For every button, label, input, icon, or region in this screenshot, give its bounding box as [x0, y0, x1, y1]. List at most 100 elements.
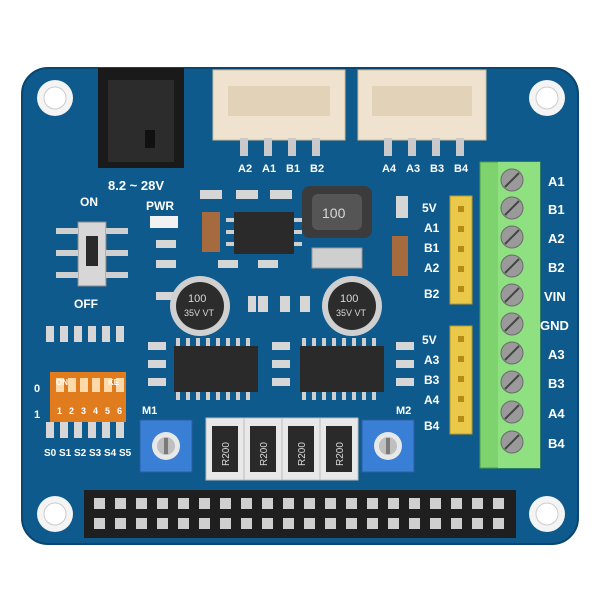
gpio-pin: [493, 518, 504, 529]
input-voltage-label: 8.2 ~ 28V: [108, 178, 164, 193]
dip-switch-pins-bottom: [46, 422, 124, 438]
diode: [311, 247, 363, 269]
dip-switch-label: S0: [44, 448, 57, 459]
gpio-pin: [472, 518, 483, 529]
gpio-header[interactable]: [84, 490, 516, 538]
dip-ke-label: KE: [108, 378, 120, 387]
header-label: B4: [424, 419, 440, 433]
dip-number: 4: [93, 406, 98, 416]
gpio-pin: [388, 498, 399, 509]
header-label: A4: [424, 393, 440, 407]
header-label: A3: [424, 353, 440, 367]
screw-terminal-block[interactable]: [479, 161, 541, 469]
jst-right-label: A3: [406, 163, 420, 175]
jst-right-label: A4: [382, 163, 397, 175]
gpio-pin: [241, 518, 252, 529]
dip-switch-label: S4: [104, 448, 117, 459]
smd-components: [148, 190, 414, 386]
pin-header-labels: 5V A1 B1 A2 B2 5V A3 B3 A4 B4: [422, 201, 440, 433]
resistor-2: R200: [243, 417, 283, 481]
trimpot-m2[interactable]: [361, 419, 415, 473]
dip-switch[interactable]: [50, 372, 126, 422]
terminal-label: A2: [548, 231, 565, 246]
terminal-label: B4: [548, 436, 565, 451]
terminal-label: A4: [548, 406, 565, 421]
jst-left-label: B1: [286, 163, 300, 175]
gpio-pin: [346, 498, 357, 509]
gpio-pin: [115, 518, 126, 529]
jst-left-label: B2: [310, 163, 324, 175]
header-label: 5V: [422, 201, 437, 215]
mounting-hole-bottom-right: [529, 496, 565, 532]
jst-left-label: A2: [238, 163, 252, 175]
pin-header-upper[interactable]: [449, 195, 473, 305]
mounting-hole-top-right: [529, 80, 565, 116]
motor2-label: M2: [396, 405, 411, 417]
inductor: 100: [302, 186, 372, 238]
resistor-label: R200: [335, 442, 346, 466]
mounting-hole-bottom-left: [37, 496, 73, 532]
electrolytic-capacitor-right: 100 35V VT: [322, 276, 382, 336]
gpio-pin: [409, 518, 420, 529]
jst-connector-left: [212, 69, 346, 156]
dip-switch-pins-top: [46, 326, 124, 342]
inductor-label: 100: [322, 205, 346, 221]
trimpot-m1[interactable]: [139, 419, 193, 473]
capacitor-value: 100: [340, 293, 358, 305]
gpio-pin: [220, 498, 231, 509]
switch-on-label: ON: [80, 195, 98, 209]
terminal-label: B1: [548, 202, 565, 217]
gpio-pin: [472, 498, 483, 509]
gpio-pin: [136, 518, 147, 529]
jst-left-label: A1: [262, 163, 276, 175]
gpio-pin: [136, 498, 147, 509]
gpio-pin: [283, 518, 294, 529]
gpio-pin: [199, 498, 210, 509]
capacitor-rating: 35V VT: [184, 308, 215, 318]
gpio-pin: [220, 518, 231, 529]
gpio-pin: [451, 518, 462, 529]
jst-right-label: B4: [454, 163, 469, 175]
dip-switch-labels: S0 S1 S2 S3 S4 S5: [44, 448, 132, 459]
resistor-3: R200: [281, 417, 321, 481]
gpio-pin: [115, 498, 126, 509]
tantalum-capacitor: [392, 236, 408, 276]
jst-connector-right: [357, 69, 487, 156]
gpio-pin: [94, 518, 105, 529]
gpio-pin: [325, 518, 336, 529]
resistor-4: R200: [319, 417, 359, 481]
header-label: B1: [424, 241, 440, 255]
dip-number: 2: [69, 406, 74, 416]
dip-row-0-label: 0: [34, 383, 40, 395]
gpio-pin: [262, 518, 273, 529]
power-switch[interactable]: [56, 221, 128, 287]
dip-switch-label: S2: [74, 448, 87, 459]
dip-switch-label: S5: [119, 448, 132, 459]
gpio-pin: [94, 498, 105, 509]
dip-number: 5: [105, 406, 110, 416]
gpio-pin: [367, 498, 378, 509]
regulator-ic: [226, 212, 302, 254]
gpio-pin: [451, 498, 462, 509]
pin-header-lower[interactable]: [449, 325, 473, 435]
motor1-label: M1: [142, 405, 157, 417]
terminal-labels: A1 B1 A2 B2 VIN GND A3 B3 A4 B4: [540, 174, 569, 451]
gpio-pin: [178, 498, 189, 509]
header-label: A2: [424, 261, 440, 275]
dip-number: 3: [81, 406, 86, 416]
header-label: 5V: [422, 333, 437, 347]
gpio-pin: [178, 518, 189, 529]
gpio-pin: [283, 498, 294, 509]
power-led-label: PWR: [146, 199, 174, 213]
gpio-pin: [346, 518, 357, 529]
terminal-label: A1: [548, 174, 565, 189]
resistor-label: R200: [259, 442, 270, 466]
gpio-pin: [325, 498, 336, 509]
motor-driver-ic-left: [174, 338, 258, 400]
dip-on-label: ON: [56, 378, 68, 387]
gpio-pin: [409, 498, 420, 509]
dip-number-labels: 1 2 3 4 5 6: [57, 406, 122, 416]
gpio-pin: [388, 518, 399, 529]
dip-switch-label: S1: [59, 448, 72, 459]
